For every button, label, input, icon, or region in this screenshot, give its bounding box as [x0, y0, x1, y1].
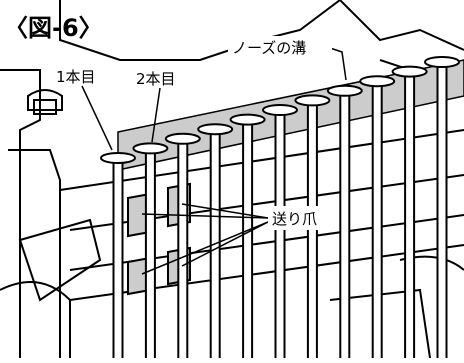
leader-feed-claw-4: [181, 221, 269, 267]
nail-shank-6: [274, 109, 286, 361]
nail-shank-8: [339, 89, 351, 362]
left-inner-frame: [8, 149, 61, 358]
leader-nose-groove: [329, 47, 347, 81]
left-bracket: [18, 218, 102, 302]
nail-strip: [100, 56, 460, 362]
leader-feed-claw-1: [141, 213, 269, 219]
nail-shank-11: [436, 61, 448, 361]
lower-left-curve: [0, 281, 71, 358]
nail-head-6: [262, 104, 298, 116]
nail-shank-3: [177, 137, 189, 361]
leader-nail-first: [81, 85, 113, 151]
leader-feed-claw-3: [141, 221, 269, 275]
figure-title: 〈図-6〉: [4, 14, 103, 42]
knob-body: [27, 89, 63, 111]
nail-shank-5: [242, 118, 254, 361]
left-frame-outline: [0, 69, 41, 358]
label-nose-groove: ノーズの溝: [232, 39, 306, 57]
nail-shank-1: [112, 157, 124, 361]
nail-head-2: [132, 142, 169, 155]
label-feed-claw: 送り爪: [272, 210, 317, 228]
upper-right-frame: [339, 0, 464, 51]
leader-lines: [81, 47, 347, 275]
nail-head-10: [391, 65, 428, 78]
upper-housing-outline: [59, 0, 341, 61]
nail-head-7: [294, 94, 331, 107]
knob-cap: [33, 99, 57, 115]
nail-head-8: [326, 84, 363, 97]
nail-head-4: [197, 123, 234, 136]
lower-right-frame: [329, 288, 431, 359]
leader-feed-claw-2: [181, 203, 269, 219]
nail-head-9: [359, 75, 396, 88]
label-bg-feed-claw: [268, 206, 338, 230]
nail-head-3: [164, 132, 201, 145]
label-bg-nose-groove: [228, 36, 332, 58]
leader-nail-second: [151, 87, 161, 143]
nail-head-5: [229, 113, 266, 126]
nail-shank-2: [144, 147, 156, 361]
label-nail-first: 1本目: [56, 68, 96, 86]
nail-head-11: [424, 56, 460, 68]
label-nail-second: 2本目: [136, 70, 176, 88]
nail-shank-9: [371, 80, 383, 361]
nail-shank-10: [404, 70, 416, 361]
rail-upper: [59, 129, 464, 191]
nail-head-1: [100, 152, 136, 164]
